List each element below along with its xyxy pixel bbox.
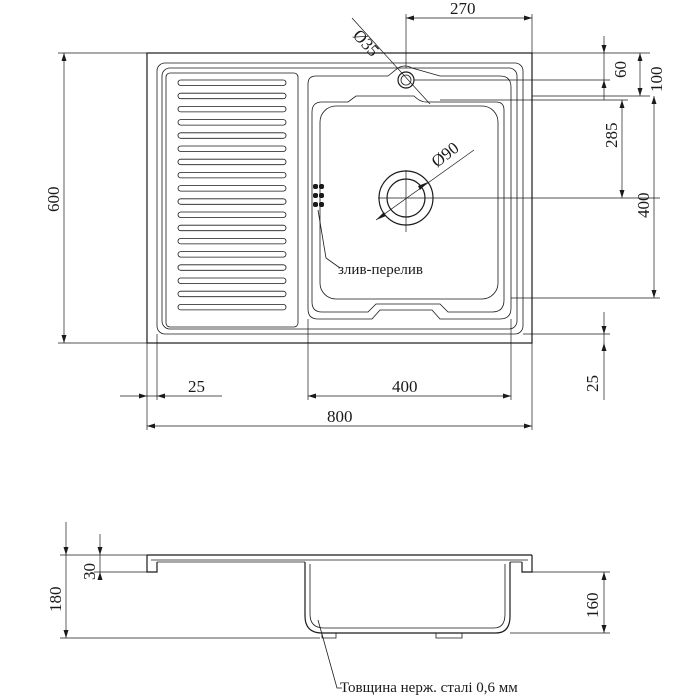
drainboard-rib — [177, 224, 287, 232]
dim-400-horizontal: 400 — [392, 377, 418, 396]
drainboard-rib — [177, 132, 287, 139]
drainboard-rib — [177, 79, 287, 86]
dim-180: 180 — [46, 587, 65, 613]
thickness-leader — [317, 619, 342, 689]
drainboard-rib — [177, 290, 287, 298]
dim-400-vertical: 400 — [634, 193, 653, 219]
drainboard-rib — [177, 303, 287, 311]
thickness-label: Товщина нерж. сталі 0,6 мм — [340, 680, 518, 696]
drainboard-rib — [177, 277, 287, 284]
drain-diameter-label: Ø90 — [428, 138, 463, 171]
dim-25-right: 25 — [583, 375, 602, 392]
dim-285: 285 — [602, 123, 621, 149]
side-dimensions: 180 30 160 Товщина нерж. сталі 0,6 мм — [46, 522, 610, 696]
dim-100: 100 — [647, 67, 666, 93]
drainboard-rib — [177, 198, 287, 205]
drainboard — [165, 72, 299, 328]
dim-270: 270 — [450, 0, 476, 18]
side-bowl — [304, 562, 511, 634]
dim-800: 800 — [327, 407, 353, 426]
overflow-slots — [313, 184, 324, 207]
dim-600: 600 — [44, 187, 63, 213]
drainboard-ribs — [177, 79, 287, 311]
sink-inner-rim — [156, 62, 524, 335]
tap-hole-leader — [351, 17, 431, 105]
drainboard-rib — [177, 185, 287, 192]
sink-rim-line — [161, 67, 518, 330]
drainboard-rib — [177, 171, 287, 179]
overflow-label: злив-перелив — [338, 262, 423, 278]
tap-hole-inner — [400, 74, 412, 86]
drainboard-rib — [177, 158, 287, 166]
side-view — [146, 554, 533, 639]
tap-hole — [397, 71, 415, 89]
overflow-leader — [317, 209, 341, 269]
drainboard-rib — [177, 237, 287, 245]
dim-30: 30 — [80, 563, 99, 580]
top-dimensions: 270 600 60 100 285 400 — [44, 0, 666, 430]
drainboard-rib — [177, 119, 287, 126]
drainboard-rib — [177, 264, 287, 271]
dim-60: 60 — [611, 61, 630, 78]
dim-25-left: 25 — [188, 377, 205, 396]
drainboard-rib — [177, 145, 287, 152]
drainboard-rib — [177, 92, 287, 100]
top-view: злив-перелив Ø35 Ø90 — [146, 17, 533, 344]
tap-hole-diameter-label: Ø35 — [349, 26, 383, 60]
bowl-mid-edge — [311, 95, 505, 313]
drainboard-rib — [177, 211, 287, 218]
bowl-outer-edge — [307, 65, 512, 320]
drainboard-rib — [177, 106, 287, 113]
drainboard-rib — [177, 251, 287, 258]
dim-160: 160 — [583, 593, 602, 619]
